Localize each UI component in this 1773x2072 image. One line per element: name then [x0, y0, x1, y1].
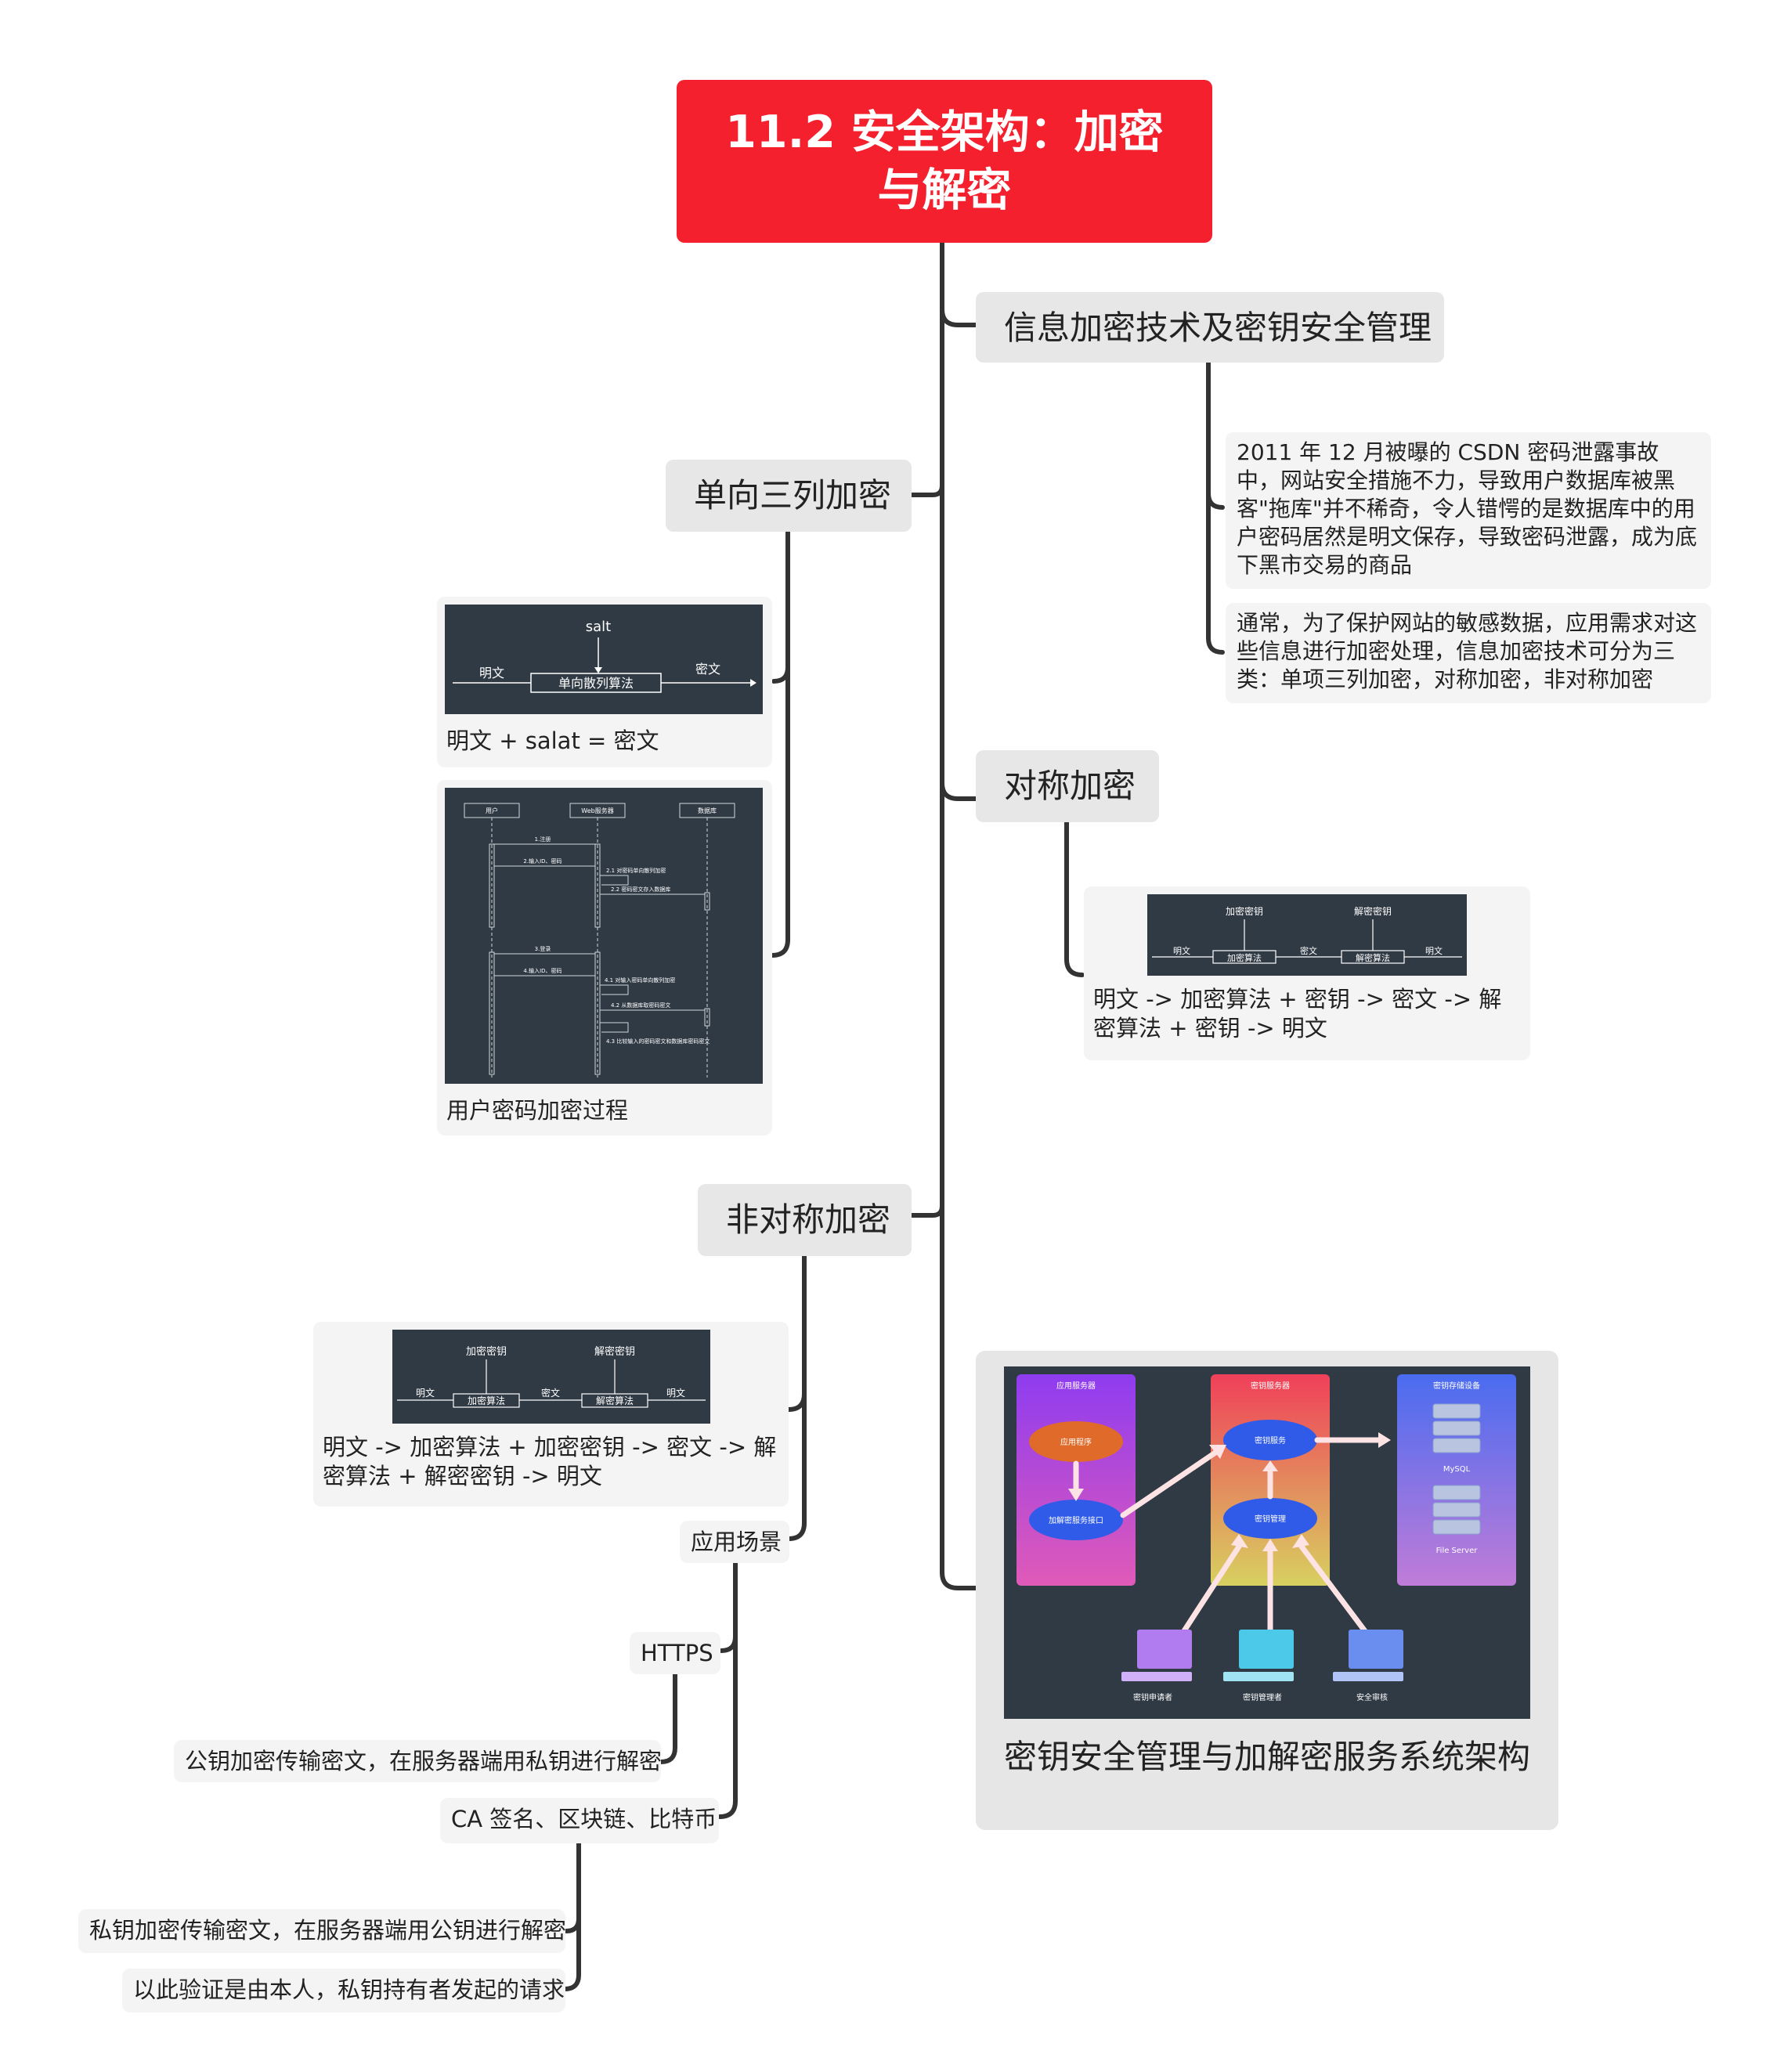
- actor-database: 数据库: [698, 807, 717, 814]
- actor-user: 用户: [486, 807, 498, 814]
- hash-process-card[interactable]: 用户 Web服务器 数据库 1.注册 2.输入ID、密码 2.1 对密码单向散列…: [437, 780, 772, 1135]
- key-management-architecture-figure: 应用服务器 密钥服务器 密钥存储设备 应用程序 加解密服务接口 密钥服务 密钥管…: [1004, 1366, 1530, 1719]
- client-applicant: 密钥申请者: [1133, 1692, 1172, 1702]
- seq-step: 4.1 对输入密码单向散列加密: [605, 976, 675, 984]
- https-note[interactable]: 公钥加密传输密文，在服务器端用私钥进行解密: [174, 1740, 663, 1782]
- seq-step: 4.2 从数据库取密码密文: [611, 1002, 670, 1009]
- storage-mysql: MySQL: [1443, 1465, 1471, 1474]
- col-key-server: 密钥服务器: [1251, 1381, 1290, 1391]
- client-manager: 密钥管理者: [1243, 1692, 1282, 1702]
- node-key-manager: 密钥管理: [1255, 1514, 1286, 1524]
- hash-salt-figure: salt 明文 单向散列算法 密文: [445, 605, 763, 714]
- enc-key-label: 加密密钥: [1226, 905, 1263, 917]
- note-text: 私钥加密传输密文，在服务器端用公钥进行解密: [89, 1917, 567, 1944]
- enc-algo-label: 加密算法: [1227, 952, 1262, 963]
- dec-algo-label: 解密算法: [1356, 952, 1390, 963]
- note-text: 公钥加密传输密文，在服务器端用私钥进行解密: [185, 1748, 663, 1774]
- branch-info-encryption[interactable]: 信息加密技术及密钥安全管理: [976, 292, 1444, 363]
- plain-out-label: 明文: [666, 1387, 684, 1399]
- info-note-classification[interactable]: 通常，为了保护网站的敏感数据，应用需求对这些信息进行加密处理，信息加密技术可分为…: [1226, 603, 1711, 703]
- note-text: 以此验证是由本人，私钥持有者发起的请求: [133, 1976, 565, 2003]
- branch-hash-encryption[interactable]: 单向三列加密: [666, 460, 912, 532]
- branch-title: 信息加密技术及密钥安全管理: [1004, 309, 1432, 347]
- col-app-server: 应用服务器: [1056, 1381, 1096, 1391]
- dec-key-label: 解密密钥: [1354, 905, 1392, 917]
- scene-label: HTTPS: [641, 1640, 713, 1666]
- node-app: 应用程序: [1060, 1437, 1092, 1447]
- plaintext-label: 明文: [479, 666, 504, 680]
- symmetric-figure: 加密密钥 解密密钥 明文 加密算法 密文 解密算法 明文: [1147, 894, 1467, 976]
- password-encryption-sequence: 用户 Web服务器 数据库 1.注册 2.输入ID、密码 2.1 对密码单向散列…: [445, 788, 763, 1084]
- actor-web-server: Web服务器: [581, 807, 613, 814]
- ca-note-private-key[interactable]: 私钥加密传输密文，在服务器端用公钥进行解密: [78, 1909, 567, 1953]
- scene-ca-blockchain[interactable]: CA 签名、区块链、比特币: [440, 1798, 719, 1843]
- hash-process-caption: 用户密码加密过程: [446, 1097, 629, 1124]
- scene-https[interactable]: HTTPS: [630, 1632, 720, 1674]
- branch-title: 非对称加密: [726, 1200, 891, 1239]
- storage-file-server: File Server: [1436, 1547, 1479, 1555]
- plain-in-label: 明文: [1173, 945, 1190, 956]
- scenes-topic[interactable]: 应用场景: [680, 1521, 789, 1563]
- plain-in-label: 明文: [415, 1387, 434, 1399]
- seq-step: 2.1 对密码单向散列加密: [606, 867, 666, 874]
- enc-key-label: 加密密钥: [465, 1345, 506, 1358]
- hash-algo-label: 单向散列算法: [558, 676, 634, 691]
- asymmetric-card[interactable]: 加密密钥 解密密钥 明文 加密算法 密文 解密算法 明文 明文 -> 加密算法 …: [313, 1322, 789, 1507]
- hash-salt-caption: 明文 + salat = 密文: [446, 727, 659, 754]
- hash-salt-card[interactable]: salt 明文 单向散列算法 密文 明文 + salat = 密文: [437, 597, 772, 767]
- asymmetric-figure: 加密密钥 解密密钥 明文 加密算法 密文 解密算法 明文: [392, 1330, 710, 1424]
- seq-step: 1.注册: [535, 836, 551, 843]
- branch-asymmetric-encryption[interactable]: 非对称加密: [698, 1184, 912, 1256]
- scenes-title: 应用场景: [691, 1529, 782, 1555]
- ca-note-identity[interactable]: 以此验证是由本人，私钥持有者发起的请求: [122, 1969, 565, 2012]
- seq-step: 2.输入ID、密码: [523, 857, 562, 865]
- dec-key-label: 解密密钥: [594, 1345, 634, 1358]
- enc-algo-label: 加密算法: [467, 1395, 504, 1406]
- asymmetric-caption: 明文 -> 加密算法 + 加密密钥 -> 密文 -> 解密算法 + 解密密钥 -…: [323, 1434, 777, 1489]
- dec-algo-label: 解密算法: [595, 1395, 633, 1406]
- plain-out-label: 明文: [1425, 945, 1443, 956]
- root-title: 11.2 安全架构：加密与解密: [725, 106, 1164, 216]
- seq-step: 4.输入ID、密码: [523, 967, 562, 974]
- symmetric-card[interactable]: 加密密钥 解密密钥 明文 加密算法 密文 解密算法 明文 明文 -> 加密算法 …: [1084, 886, 1530, 1060]
- scene-label: CA 签名、区块链、比特币: [451, 1806, 717, 1832]
- client-auditor: 安全审核: [1356, 1692, 1388, 1702]
- ciphertext-label: 密文: [695, 662, 720, 677]
- architecture-card[interactable]: 应用服务器 密钥服务器 密钥存储设备 应用程序 加解密服务接口 密钥服务 密钥管…: [976, 1351, 1558, 1830]
- seq-step: 2.2 密码密文存入数据库: [611, 886, 670, 893]
- cipher-label: 密文: [1300, 945, 1317, 956]
- seq-step: 4.3 比较输入的密码密文和数据库密码密文: [606, 1038, 710, 1045]
- branch-title: 单向三列加密: [694, 476, 892, 514]
- architecture-caption: 密钥安全管理与加解密服务系统架构: [1004, 1738, 1531, 1776]
- node-key-service: 密钥服务: [1255, 1435, 1286, 1446]
- note-text: 通常，为了保护网站的敏感数据，应用需求对这些信息进行加密处理，信息加密技术可分为…: [1237, 610, 1698, 692]
- note-text: 2011 年 12 月被曝的 CSDN 密码泄露事故中，网站安全措施不力，导致用…: [1237, 439, 1698, 578]
- root-topic[interactable]: 11.2 安全架构：加密与解密: [677, 80, 1212, 243]
- branch-symmetric-encryption[interactable]: 对称加密: [976, 750, 1159, 822]
- symmetric-caption: 明文 -> 加密算法 + 密钥 -> 密文 -> 解密算法 + 密钥 -> 明文: [1093, 986, 1502, 1041]
- cipher-label: 密文: [540, 1387, 559, 1399]
- branch-title: 对称加密: [1004, 767, 1136, 805]
- info-note-csdn[interactable]: 2011 年 12 月被曝的 CSDN 密码泄露事故中，网站安全措施不力，导致用…: [1226, 432, 1711, 589]
- salt-label: salt: [586, 619, 611, 635]
- node-interface: 加解密服务接口: [1049, 1515, 1103, 1525]
- col-key-storage: 密钥存储设备: [1433, 1381, 1480, 1391]
- seq-step: 3.登录: [535, 945, 551, 952]
